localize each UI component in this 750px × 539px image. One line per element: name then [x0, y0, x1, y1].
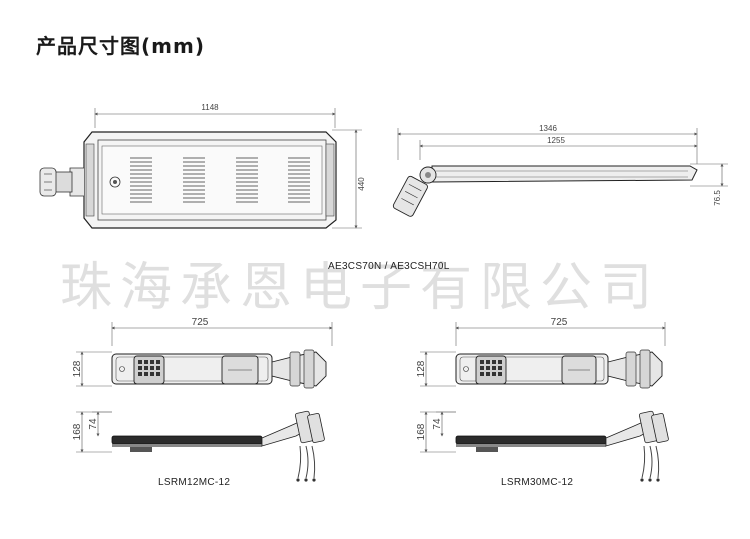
model-label-large: AE3CS70N / AE3CSH70L: [328, 261, 450, 272]
lsrm12-top-view: 725 128: [72, 317, 333, 389]
model-label-lsrm30: LSRM30MC-12: [501, 477, 574, 488]
lsrm12-side-view: 168 74: [72, 410, 325, 482]
large-lamp-top-view: 1148 440: [39, 103, 366, 229]
dim-length-12: 725: [192, 317, 209, 328]
dim-width-30: 128: [416, 360, 427, 377]
dim-height-total-30: 168: [416, 423, 427, 440]
dim-width-large: 440: [357, 177, 366, 191]
dim-side-height-large: 76.5: [713, 190, 722, 206]
model-label-lsrm12: LSRM12MC-12: [158, 477, 231, 488]
dim-height-total-12: 168: [72, 423, 83, 440]
dim-side-body-large: 1255: [547, 136, 565, 145]
lsrm30-side-view: 168 74: [416, 410, 669, 482]
dim-length-30: 725: [551, 317, 568, 328]
lsrm30-top-view: 725 128: [416, 317, 666, 389]
page-title: 产品尺寸图(mm): [36, 34, 205, 58]
dim-side-total-large: 1346: [539, 124, 557, 133]
dim-height-body-30: 74: [432, 418, 443, 430]
large-lamp-side-view: 1346 1255 76.5: [392, 124, 728, 217]
dim-length-large: 1148: [201, 103, 219, 112]
company-watermark: 珠海承恩电子有限公司: [60, 258, 661, 318]
dim-width-12: 128: [72, 360, 83, 377]
dim-height-body-12: 74: [88, 418, 99, 430]
